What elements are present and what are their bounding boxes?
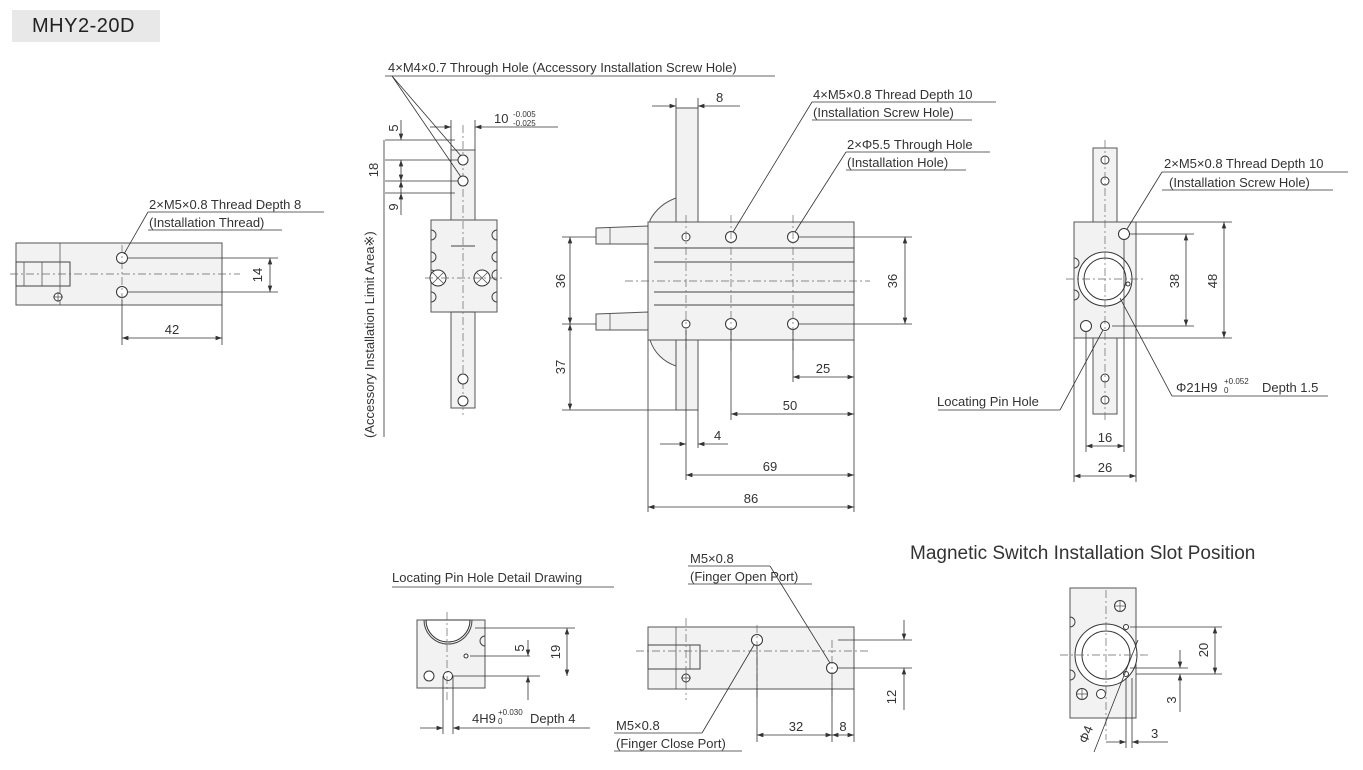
right-view: 38 48 16 26 2×M5×0.8 Thread Depth 10 (In…	[937, 140, 1348, 482]
dim-left-42: 42	[165, 322, 179, 337]
callout-accessory-hole: 4×M4×0.7 Through Hole (Accessory Install…	[388, 60, 737, 75]
left-end-view: 14 42 2×M5×0.8 Thread Depth 8 (Installat…	[10, 197, 324, 345]
dim-front-50: 50	[783, 398, 797, 413]
callout-pin-tol-up: +0.030	[498, 708, 523, 717]
slot-position-view: Magnetic Switch Installation Slot Positi…	[910, 543, 1255, 753]
dim-right-16: 16	[1098, 430, 1112, 445]
dim-front-4: 4	[714, 428, 721, 443]
callout-pin-hole: 4H9	[472, 711, 496, 726]
callout-right-thread: 2×M5×0.8 Thread Depth 10	[1164, 156, 1324, 171]
dim-front-36-left: 36	[553, 274, 568, 288]
callout-pin-depth: Depth 4	[530, 711, 576, 726]
callout-open-port-note: (Finger Open Port)	[690, 569, 798, 584]
model-tag: MHY2-20D	[12, 10, 160, 42]
callout-bore: Φ21H9	[1176, 380, 1217, 395]
callout-slot-dia: Φ4	[1076, 723, 1097, 745]
dim-front-8: 8	[716, 90, 723, 105]
dim-front-37: 37	[553, 360, 568, 374]
callout-open-port: M5×0.8	[690, 551, 734, 566]
pin-detail-view: Locating Pin Hole Detail Drawing 5 19 4H…	[392, 570, 614, 734]
side-view: 5 18 9 (Accessory Installation Limit Are…	[362, 60, 775, 438]
callout-front-thread-note: (Installation Screw Hole)	[813, 105, 954, 120]
dim-front-86: 86	[744, 491, 758, 506]
dim-right-48: 48	[1205, 274, 1220, 288]
dim-slot-3v: 3	[1164, 696, 1179, 703]
dim-bottom-32: 32	[789, 719, 803, 734]
dim-side-10: 10	[494, 111, 508, 126]
dim-bottom-8: 8	[839, 719, 846, 734]
callout-front-hole-note: (Installation Hole)	[847, 155, 948, 170]
callout-front-thread: 4×M5×0.8 Thread Depth 10	[813, 87, 973, 102]
callout-close-port-note: (Finger Close Port)	[616, 736, 726, 751]
dim-slot-3h: 3	[1151, 726, 1158, 741]
dim-side-10-tol-up: -0.005	[513, 110, 536, 119]
callout-front-hole: 2×Φ5.5 Through Hole	[847, 137, 973, 152]
callout-close-port: M5×0.8	[616, 718, 660, 733]
dim-front-69: 69	[763, 459, 777, 474]
callout-bore-depth: Depth 1.5	[1262, 380, 1318, 395]
dim-pin-5: 5	[512, 644, 527, 651]
dim-bottom-12: 12	[884, 690, 899, 704]
dim-side-5: 5	[386, 124, 401, 131]
front-view: 8 36 37 36 25 50 4 69 86 4×M5	[553, 87, 996, 512]
ports-view: 12 32 8 M5×0.8 (Finger Open Port) M5×0.8…	[614, 551, 912, 752]
dim-right-38: 38	[1167, 274, 1182, 288]
callout-left-thread-note: (Installation Thread)	[149, 215, 264, 230]
slot-position-title: Magnetic Switch Installation Slot Positi…	[910, 543, 1255, 564]
callout-accessory-area: (Accessory Installation Limit Area※)	[362, 231, 377, 438]
callout-right-thread-note: (Installation Screw Hole)	[1169, 175, 1310, 190]
dim-slot-20: 20	[1196, 643, 1211, 657]
pin-detail-title: Locating Pin Hole Detail Drawing	[392, 570, 582, 585]
callout-left-thread: 2×M5×0.8 Thread Depth 8	[149, 197, 301, 212]
dim-side-10-tol-low: -0.025	[513, 119, 536, 128]
dim-pin-19: 19	[548, 645, 563, 659]
dim-front-36-right: 36	[885, 274, 900, 288]
dim-front-25: 25	[816, 361, 830, 376]
callout-bore-tol-low: 0	[1224, 386, 1229, 395]
callout-locating-pin: Locating Pin Hole	[937, 394, 1039, 409]
callout-pin-tol-low: 0	[498, 717, 503, 726]
dim-right-26: 26	[1098, 460, 1112, 475]
dim-left-14: 14	[250, 268, 265, 282]
callout-bore-tol-up: +0.052	[1224, 377, 1249, 386]
dim-side-9: 9	[386, 203, 401, 210]
dim-side-18: 18	[366, 163, 381, 177]
